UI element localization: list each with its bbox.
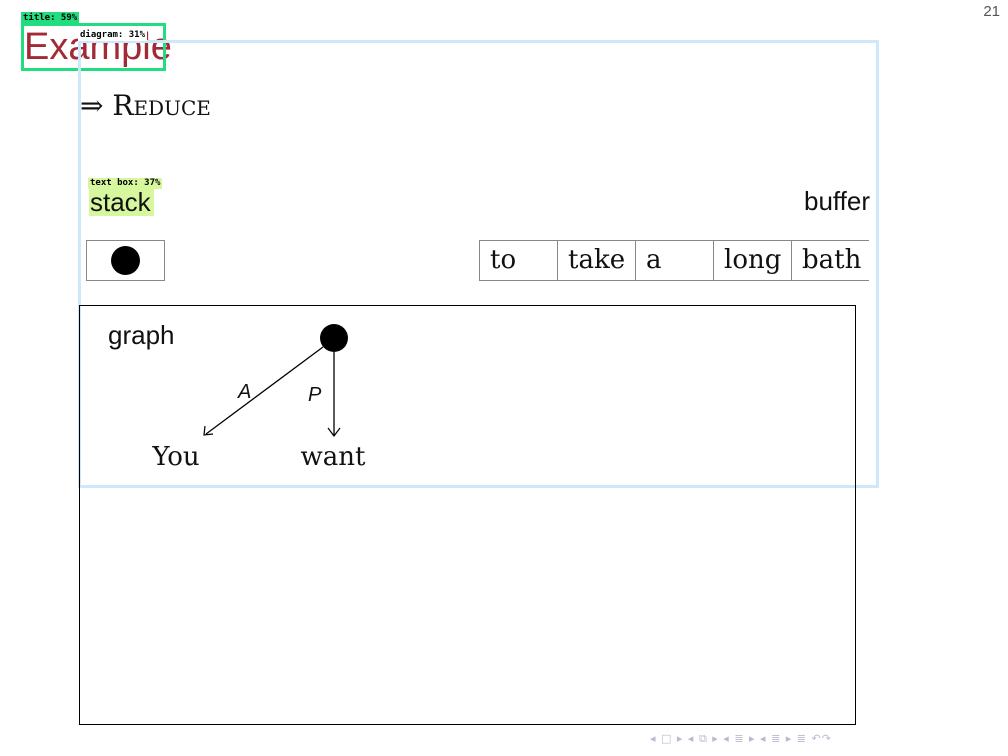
diagram-detection-box	[78, 40, 879, 488]
buffer-cell: take	[557, 241, 635, 280]
stack-cell	[86, 240, 165, 281]
textbox-detection-tag: text box: 37%	[88, 178, 163, 189]
stack-label: stack	[89, 189, 154, 216]
action-word: Reduce	[112, 89, 211, 122]
buffer-cell: bath	[791, 241, 869, 280]
page-number: 21	[983, 3, 1000, 20]
buffer-row: to take a long bath	[479, 240, 869, 281]
buffer-cell: a	[635, 241, 713, 280]
buffer-label: buffer	[803, 186, 870, 216]
graph-label: graph	[108, 320, 175, 350]
implies-arrow-icon: ⇒	[80, 89, 104, 122]
diagram-detection-tag: diagram: 31%	[78, 29, 148, 41]
buffer-cell: to	[479, 241, 557, 280]
title-detection-tag: title: 59%	[21, 12, 80, 24]
edge-a-line	[205, 346, 324, 435]
edge-p-arrowhead	[327, 427, 341, 437]
node-want: want	[301, 442, 367, 472]
action-heading: ⇒ Reduce	[80, 88, 211, 124]
graph-frame	[79, 305, 856, 725]
beamer-navigation[interactable]: ◂ □ ▸ ◂ ⧉ ▸ ◂ ≣ ▸ ◂ ≣ ▸ ≣ ↶↷	[650, 732, 832, 745]
title-detection-box	[21, 23, 166, 71]
buffer-cell: long	[713, 241, 791, 280]
node-you: You	[151, 442, 199, 472]
edge-a-label: A	[237, 381, 251, 403]
graph-root-node	[320, 324, 348, 352]
root-node-icon	[111, 246, 140, 275]
edge-a-arrowhead	[203, 425, 214, 436]
edge-p-label: P	[308, 384, 322, 406]
